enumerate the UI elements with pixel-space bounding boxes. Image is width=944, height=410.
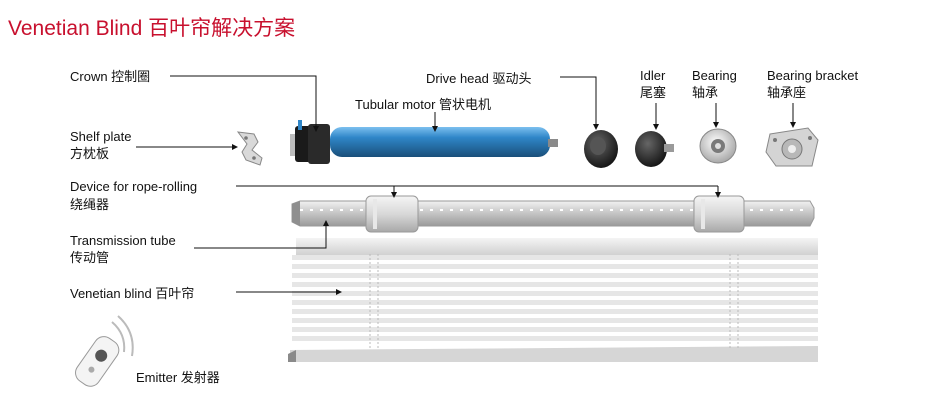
emitter-illustration xyxy=(75,315,134,387)
idler-illustration xyxy=(635,131,674,167)
rope-device-label: Device for rope-rolling xyxy=(70,179,198,194)
tubular-motor-label: Tubular motor 管状电机 xyxy=(355,97,492,112)
idler-label: Idler xyxy=(640,68,666,83)
tubular-motor-illustration xyxy=(290,120,558,164)
drive-head-label: Drive head 驱动头 xyxy=(426,71,532,86)
shelf-plate-label-cn: 方枕板 xyxy=(70,146,110,161)
venetian-blind-illustration xyxy=(288,238,818,362)
idler-label-cn: 尾塞 xyxy=(640,85,667,100)
emitter-label: Emitter 发射器 xyxy=(136,370,220,385)
diagram-title: Venetian Blind 百叶帘解决方案 xyxy=(8,17,296,40)
crown-label: Crown 控制圈 xyxy=(70,69,151,84)
bearing-illustration xyxy=(699,128,737,164)
transmission-tube-label-cn: 传动管 xyxy=(70,250,110,265)
bearing-label-cn: 轴承 xyxy=(692,85,719,100)
shelf-plate-illustration xyxy=(236,131,263,166)
arrow-heads xyxy=(232,122,796,295)
bearing-bracket-illustration xyxy=(765,127,819,167)
venetian-blind-label: Venetian blind 百叶帘 xyxy=(70,286,195,301)
bearing-bracket-label: Bearing bracket xyxy=(767,68,859,83)
leader-lines xyxy=(136,75,794,293)
shelf-plate-label: Shelf plate xyxy=(70,129,132,144)
rope-device-label-cn: 绕绳器 xyxy=(70,197,110,212)
rope-rolling-device-left xyxy=(365,195,419,233)
bearing-bracket-label-cn: 轴承座 xyxy=(767,85,807,100)
bearing-label: Bearing xyxy=(692,68,737,83)
rope-rolling-device-right xyxy=(693,195,745,233)
drive-head-illustration xyxy=(584,130,618,168)
transmission-tube-label: Transmission tube xyxy=(70,233,176,248)
